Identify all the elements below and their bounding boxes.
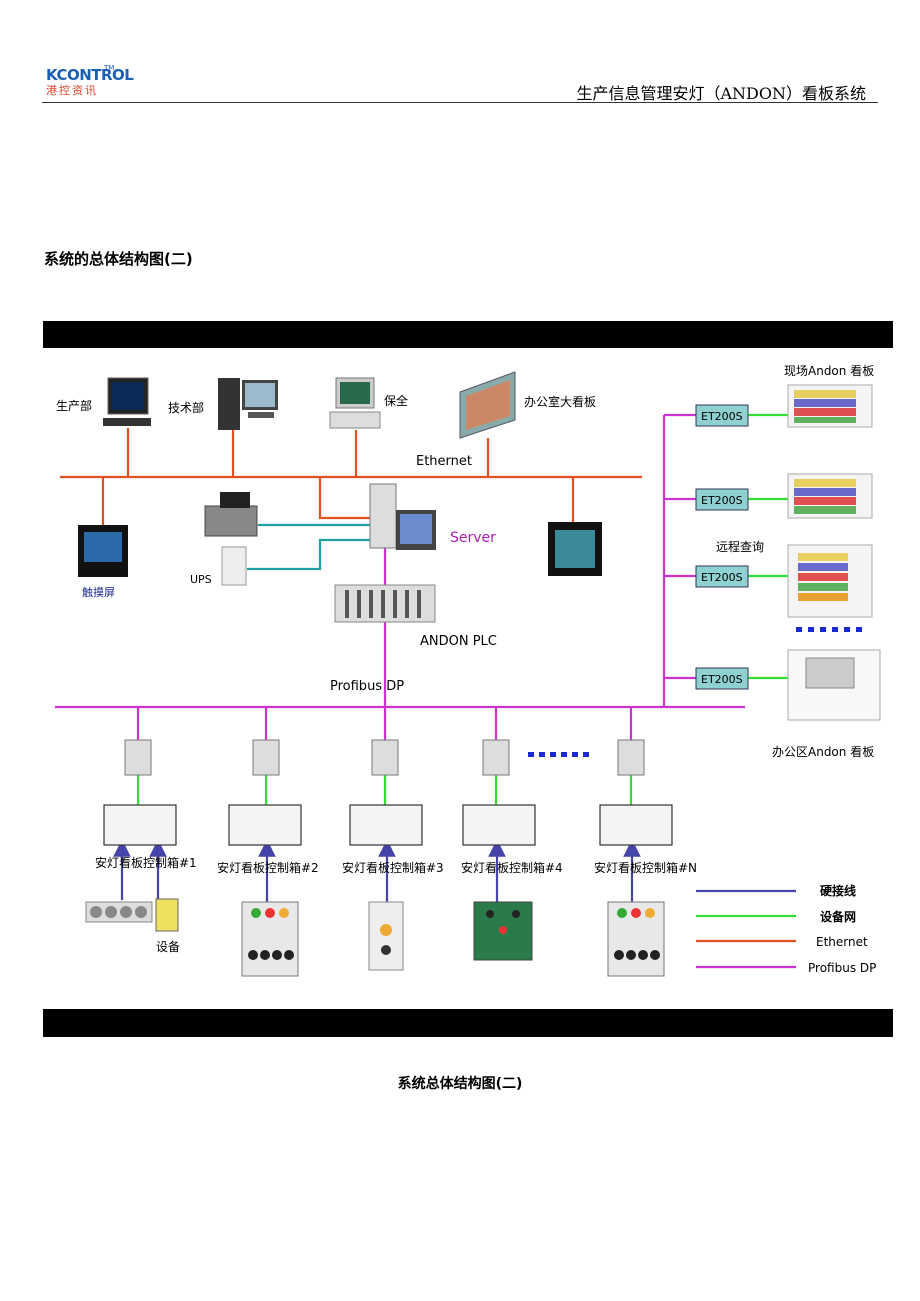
label-equipment: 设备 <box>156 940 180 954</box>
label-remote-query: 远程查询 <box>716 539 764 554</box>
label-production: 生产部 <box>56 398 92 413</box>
touchscreen-icon <box>78 525 128 577</box>
hmi-panel-icon <box>548 522 602 576</box>
legend-label: 设备网 <box>820 909 856 924</box>
legend <box>696 889 796 969</box>
sensor-row-icon <box>85 901 153 923</box>
ups-icon <box>221 546 247 586</box>
label-andon-plc: ANDON PLC <box>420 634 497 649</box>
et200s-label: ET200S <box>701 571 743 584</box>
control-box-label: 安灯看板控制箱#1 <box>95 855 197 870</box>
legend-label: 硬接线 <box>820 883 856 898</box>
more-boards-dots <box>796 627 862 632</box>
label-security: 保全 <box>384 393 408 408</box>
logo-text: KCONTROL <box>46 66 134 84</box>
label-office-area-board: 办公区Andon 看板 <box>772 744 874 759</box>
profibus-network <box>55 413 745 740</box>
button-panel-4-icon <box>473 901 533 961</box>
profibus-slave-icons <box>124 739 645 776</box>
field-andon-boards-icon <box>787 384 881 721</box>
andon-control-box-icons <box>103 804 673 846</box>
button-panel-2-icon <box>241 901 299 977</box>
button-panel-n-icon <box>607 901 665 977</box>
logo-chinese: 港控资讯 <box>46 84 98 97</box>
production-pc-icon <box>103 377 151 426</box>
equipment-box-icon <box>155 898 179 932</box>
header-title: 生产信息管理安灯（ANDON）看板系统 <box>576 84 866 103</box>
server-icon <box>369 483 436 550</box>
diagram-caption: 系统总体结构图(二) <box>397 1076 523 1092</box>
label-field-board: 现场Andon 看板 <box>784 364 874 378</box>
ethernet-network <box>60 428 642 525</box>
label-ups: UPS <box>190 573 212 586</box>
more-slaves-dots <box>528 752 589 757</box>
et200s-modules <box>695 404 749 690</box>
label-server: Server <box>450 530 496 546</box>
control-box-label: 安灯看板控制箱#4 <box>461 860 563 875</box>
label-office-board: 办公室大看板 <box>524 394 596 409</box>
control-box-label: 安灯看板控制箱#N <box>594 860 697 875</box>
button-station-3-icon <box>368 901 404 971</box>
diagram-top-bar <box>43 321 893 348</box>
section-heading: 系统的总体结构图(二) <box>44 250 193 268</box>
label-profibus: Profibus DP <box>330 679 404 694</box>
label-tech: 技术部 <box>168 400 204 415</box>
legend-label: Profibus DP <box>808 961 876 975</box>
andon-plc-icon <box>334 584 436 623</box>
et200s-label: ET200S <box>701 673 743 686</box>
control-box-label: 安灯看板控制箱#3 <box>342 860 444 875</box>
legend-label: Ethernet <box>816 935 868 949</box>
hardwire-links <box>113 839 641 902</box>
label-touchscreen: 触摸屏 <box>82 585 115 599</box>
header-rule <box>42 102 878 103</box>
office-big-board-icon <box>459 371 516 439</box>
diagram-bottom-bar <box>43 1009 893 1037</box>
security-pc-icon <box>329 377 381 429</box>
printer-icon <box>204 492 258 537</box>
device-network <box>136 413 788 805</box>
et200s-label: ET200S <box>701 410 743 423</box>
logo-trademark: TM <box>104 64 115 72</box>
et200s-label: ET200S <box>701 494 743 507</box>
label-ethernet: Ethernet <box>416 454 472 469</box>
control-box-label: 安灯看板控制箱#2 <box>217 860 319 875</box>
tech-workstation-icon <box>218 378 278 430</box>
device-links <box>247 523 370 571</box>
